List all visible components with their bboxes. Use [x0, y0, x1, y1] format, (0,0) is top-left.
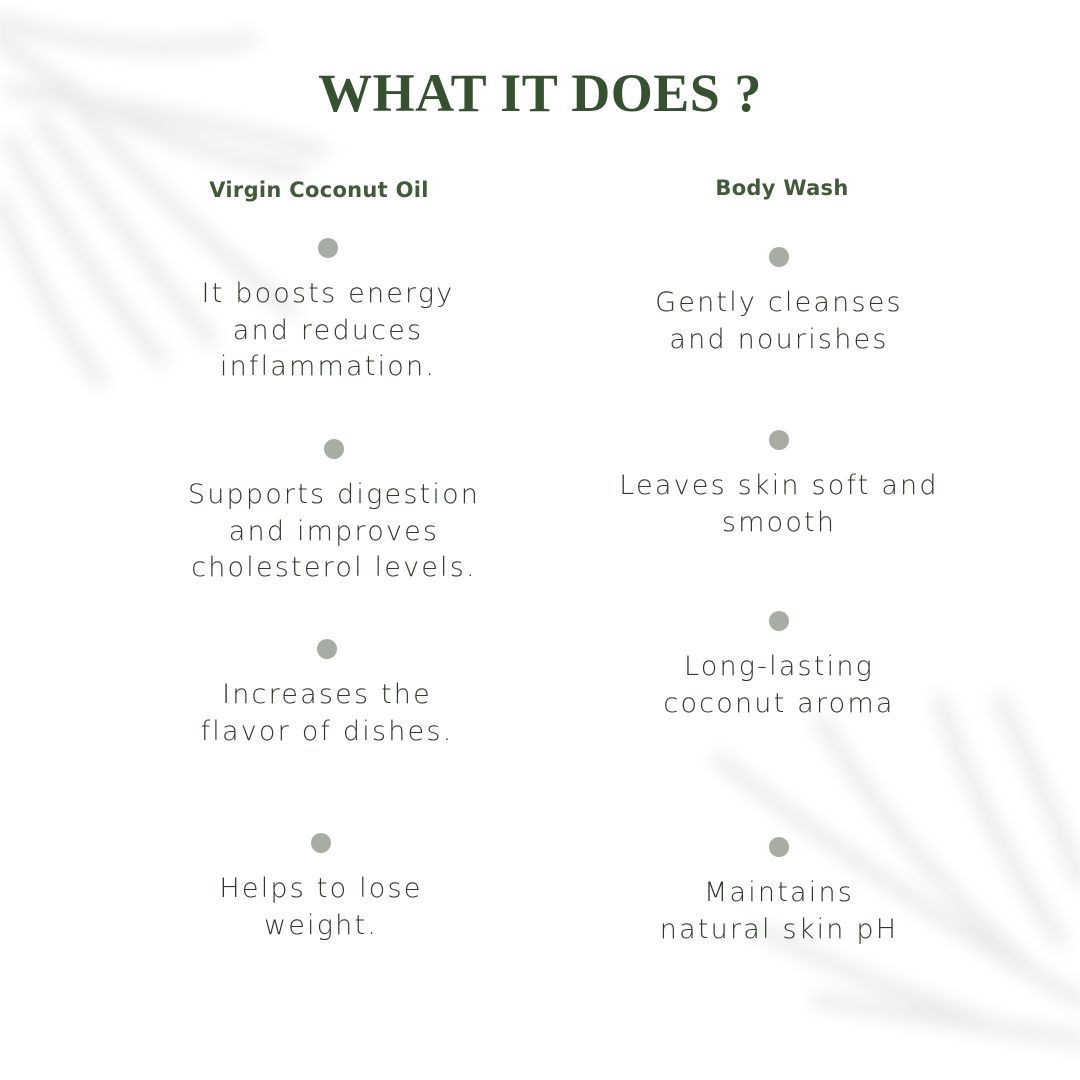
list-item: Long-lasting coconut aroma	[589, 611, 969, 722]
bullet-dot-icon	[324, 439, 344, 459]
list-item: Maintains natural skin pH	[589, 837, 969, 948]
benefit-text: Gently cleanses and nourishes	[655, 287, 903, 355]
bullet-dot-icon	[318, 238, 338, 258]
bullet-dot-icon	[769, 837, 789, 857]
column-heading-virgin-coconut-oil: Virgin Coconut Oil	[209, 178, 429, 202]
list-item: Helps to lose weight.	[131, 833, 511, 944]
benefit-text: Leaves skin soft and smooth	[619, 470, 939, 538]
list-item: Leaves skin soft and smooth	[589, 430, 969, 541]
benefit-text: Long-lasting coconut aroma	[663, 651, 895, 719]
benefit-text: It boosts energy and reduces inflammatio…	[201, 278, 455, 382]
bullet-dot-icon	[769, 611, 789, 631]
column-heading-body-wash: Body Wash	[715, 176, 849, 200]
page-title: WHAT IT DOES ?	[318, 63, 762, 123]
list-item: Supports digestion and improves choleste…	[144, 439, 524, 587]
bullet-dot-icon	[317, 639, 337, 659]
benefit-text: Maintains natural skin pH	[659, 877, 899, 945]
benefit-text: Helps to lose weight.	[219, 873, 423, 941]
bullet-dot-icon	[769, 247, 789, 267]
benefit-text: Increases the flavor of dishes.	[200, 679, 454, 747]
bullet-dot-icon	[769, 430, 789, 450]
list-item: Increases the flavor of dishes.	[137, 639, 517, 750]
list-item: It boosts energy and reduces inflammatio…	[138, 238, 518, 386]
benefit-text: Supports digestion and improves choleste…	[187, 479, 481, 583]
bullet-dot-icon	[311, 833, 331, 853]
list-item: Gently cleanses and nourishes	[589, 247, 969, 358]
